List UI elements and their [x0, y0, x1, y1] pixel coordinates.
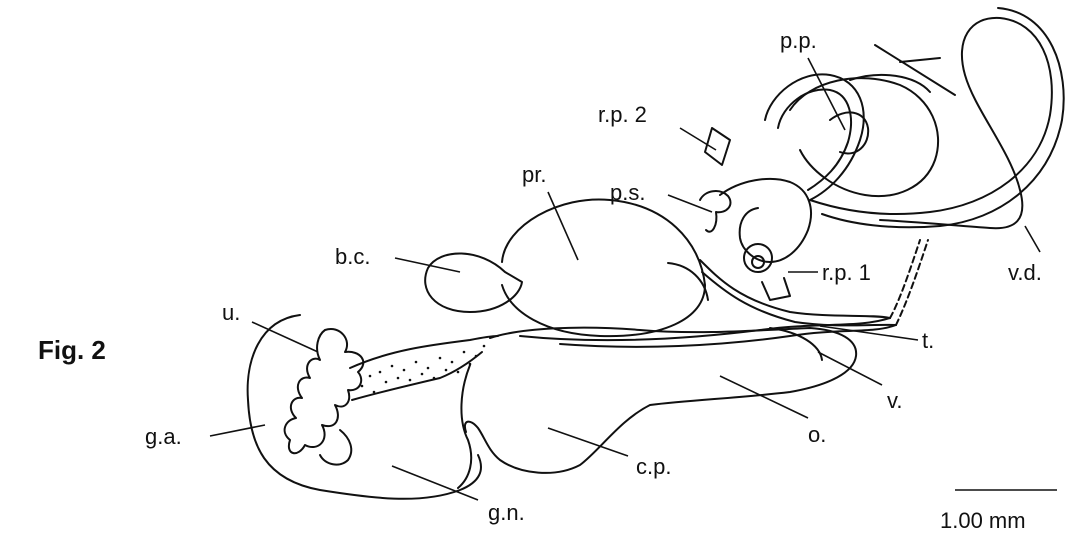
prostate [502, 199, 705, 336]
label-bc: b.c. [335, 244, 370, 269]
label-gn: g.n. [488, 500, 525, 525]
stipple-dots [361, 345, 486, 394]
scale-bar-label: 1.00 mm [940, 508, 1026, 534]
penial-sheath [700, 191, 730, 232]
label-rp2: r.p. 2 [598, 102, 647, 127]
label-pp: p.p. [780, 28, 817, 53]
label-u: u. [222, 300, 240, 325]
leader-gn [392, 466, 478, 500]
label-o: o. [808, 422, 826, 447]
label-rp1: r.p. 1 [822, 260, 871, 285]
label-t: t. [922, 328, 934, 353]
retractor-1 [762, 278, 790, 300]
penial-papilla-fold [850, 75, 930, 92]
label-ga: g.a. [145, 424, 182, 449]
penial-papilla-body [790, 78, 938, 196]
capsule-gland [465, 328, 856, 473]
leader-ga [210, 425, 265, 436]
uterus [285, 329, 364, 453]
label-ps: p.s. [610, 180, 645, 205]
bursa-copulatrix [425, 253, 522, 312]
pp-bar-1 [875, 45, 955, 95]
leader-cp [548, 428, 628, 456]
penis-body [720, 179, 811, 262]
tube-t-dashed-2 [896, 240, 928, 325]
label-cp: c.p. [636, 454, 671, 479]
leader-vd [1025, 226, 1040, 252]
tube-t [520, 318, 890, 340]
label-vd: v.d. [1008, 260, 1042, 285]
stippled-duct-top [350, 336, 498, 368]
pp-bar-2 [900, 58, 940, 62]
label-pr: pr. [522, 162, 546, 187]
label-v: v. [887, 388, 902, 413]
leader-v [818, 352, 882, 385]
leader-ps [668, 195, 712, 212]
